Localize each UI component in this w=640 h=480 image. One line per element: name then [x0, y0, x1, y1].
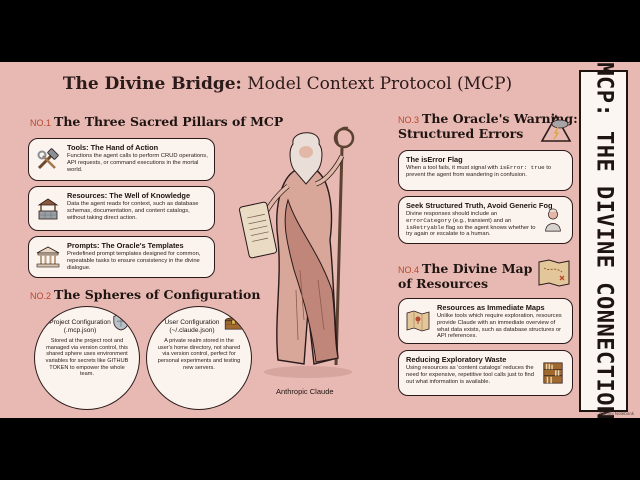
card-heading: Tools: The Hand of Action [67, 143, 159, 152]
card-heading: Reducing Exploratory Waste [406, 355, 507, 364]
card-body: Using resources as 'content catalogs' re… [406, 365, 534, 385]
section-title: The Oracle's Warning: Structured Errors [398, 111, 578, 141]
title-part-2: Model Context Protocol (MCP) [241, 74, 513, 94]
bookshelf-icon [543, 362, 563, 384]
map-icon [406, 310, 430, 332]
card-heading: Resources as Immediate Maps [437, 303, 545, 312]
vertical-title-banner: MCP: THE DIVINE CONNECTION [579, 62, 628, 418]
well-icon [37, 198, 59, 219]
card-body-text: (e.g., transient) and an [451, 217, 512, 224]
vertical-title: MCP: THE DIVINE CONNECTION [591, 62, 616, 418]
card-body-text: to prevent the agent from wandering in c… [406, 165, 552, 178]
section-title: The Divine Map of Resources [398, 261, 533, 291]
resource-card-exploratory-waste: Reducing Exploratory Waste Using resourc… [398, 350, 573, 396]
inline-code: isError: true [499, 164, 545, 171]
sphere-user-config: User Configuration (~/.claude.json) A pr… [146, 306, 252, 410]
zeus-figure-illustration [238, 126, 355, 378]
poster: The Divine Bridge: Model Context Protoco… [0, 62, 640, 418]
sphere-project-config: Project Configuration (.mcp.json) Stored… [34, 306, 140, 410]
temple-icon [36, 246, 60, 268]
sphere-body: Stored at the project root and managed v… [45, 338, 129, 378]
title-part-1: The Divine Bridge: [62, 74, 242, 94]
card-body: Data the agent reads for context, such a… [67, 201, 199, 221]
card-heading: The isError Flag [406, 155, 463, 164]
card-body-text: Divine responses should include an [406, 211, 498, 217]
treasure-chest-icon [224, 317, 243, 330]
pillar-card-tools: Tools: The Hand of Action Functions the … [28, 138, 215, 181]
card-heading: Seek Structured Truth, Avoid Generic Fog [406, 201, 553, 210]
error-card-iserror: The isError Flag When a tool fails, it m… [398, 150, 573, 191]
warning-storm-icon [540, 114, 572, 142]
sphere-title: User Configuration (~/.claude.json) [164, 319, 220, 334]
card-heading: Prompts: The Oracle's Templates [67, 241, 184, 250]
sphere-body: A private realm stored in the user's hom… [157, 338, 241, 371]
section-number: NO.1 [30, 118, 52, 128]
page-title: The Divine Bridge: Model Context Protoco… [0, 74, 575, 94]
figure-caption: Anthropic Claude [276, 387, 334, 396]
section-number: NO.3 [398, 115, 420, 125]
inline-code: isRetryable [406, 223, 445, 231]
card-heading: Resources: The Well of Knowledge [67, 191, 191, 200]
treasure-map-icon [538, 259, 570, 287]
card-body-text: flag so the agent knows whether to try a… [406, 224, 536, 238]
sphere-title: Project Configuration (.mcp.json) [49, 319, 111, 334]
pillar-card-prompts: Prompts: The Oracle's Templates Predefin… [28, 236, 215, 278]
resource-card-maps: Resources as Immediate Maps Unlike tools… [398, 298, 573, 344]
shield-icon [113, 313, 129, 331]
error-card-structured-truth: Seek Structured Truth, Avoid Generic Fog… [398, 196, 573, 244]
section-number: NO.4 [398, 265, 420, 275]
section-title: The Three Sacred Pillars of MCP [54, 114, 284, 129]
hammer-wrench-icon [37, 147, 59, 169]
card-body: Divine responses should include an error… [406, 211, 536, 238]
notebook-credit: Gemini Notebook [599, 411, 634, 416]
section-number: NO.2 [30, 291, 52, 301]
section-title: The Spheres of Configuration [54, 287, 261, 302]
oracle-icon [545, 208, 561, 232]
card-body: Functions the agent calls to perform CRU… [67, 153, 208, 173]
card-body-text: When a tool fails, it must signal with [406, 165, 500, 171]
card-body: When a tool fails, it must signal with i… [406, 164, 565, 179]
inline-code: errorCategory [406, 216, 452, 224]
pillar-card-resources: Resources: The Well of Knowledge Data th… [28, 186, 215, 231]
card-body: Unlike tools which require exploration, … [437, 313, 562, 340]
card-body: Predefined prompt templates designed for… [67, 251, 201, 271]
